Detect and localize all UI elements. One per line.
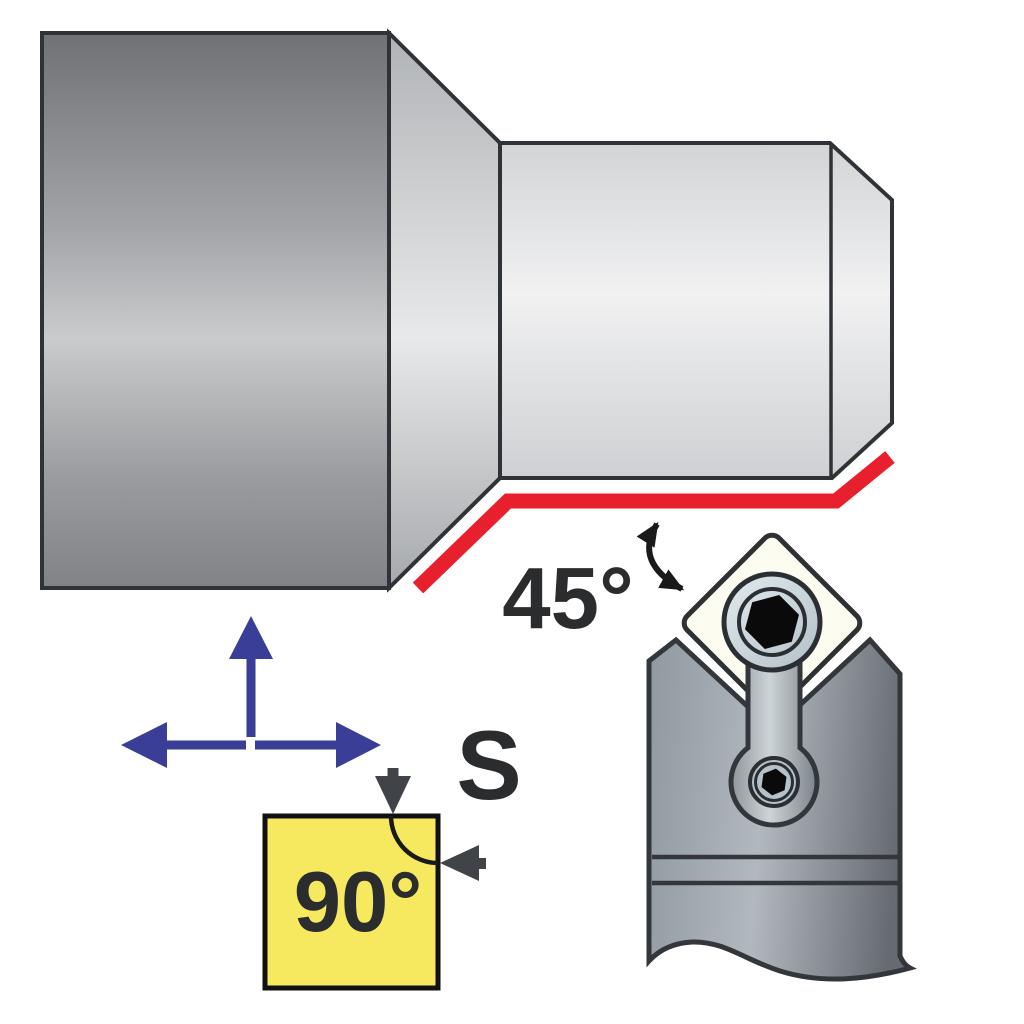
insert-screw bbox=[721, 571, 823, 673]
corner-angle-arc bbox=[388, 815, 439, 866]
workpiece-cylinder-section bbox=[498, 141, 894, 480]
workpiece-chuck-block bbox=[40, 31, 391, 590]
corner-angle-label: 90° bbox=[294, 855, 423, 950]
approach-angle-arc-arrow bbox=[636, 521, 685, 592]
feed-arrow-up-icon bbox=[229, 616, 273, 737]
insert-screw-hex-socket-icon bbox=[745, 595, 799, 649]
insert-shape-code-label: S bbox=[456, 710, 519, 820]
feed-arrow-right-icon bbox=[255, 722, 381, 768]
clamp-screw bbox=[748, 756, 800, 808]
insert-shape-detail: 90° bbox=[262, 768, 486, 991]
insert-screw-ring bbox=[737, 587, 807, 657]
corner-marker-arrow-left-icon bbox=[440, 845, 486, 881]
feed-direction-arrows bbox=[121, 616, 381, 768]
approach-angle-label: 45° bbox=[502, 550, 634, 647]
clamp-screw-hex-socket-icon bbox=[761, 768, 787, 796]
corner-marker-arrows bbox=[375, 768, 486, 881]
cutting-tool bbox=[646, 532, 917, 982]
corner-marker-arrow-down-icon bbox=[375, 768, 411, 814]
cut-path-line bbox=[412, 451, 895, 594]
workpiece-taper-section bbox=[387, 28, 502, 593]
feed-arrow-left-icon bbox=[121, 722, 246, 768]
clamp-screw-ring bbox=[754, 762, 794, 802]
insert-shape-square bbox=[262, 813, 441, 991]
workpiece bbox=[40, 28, 894, 593]
